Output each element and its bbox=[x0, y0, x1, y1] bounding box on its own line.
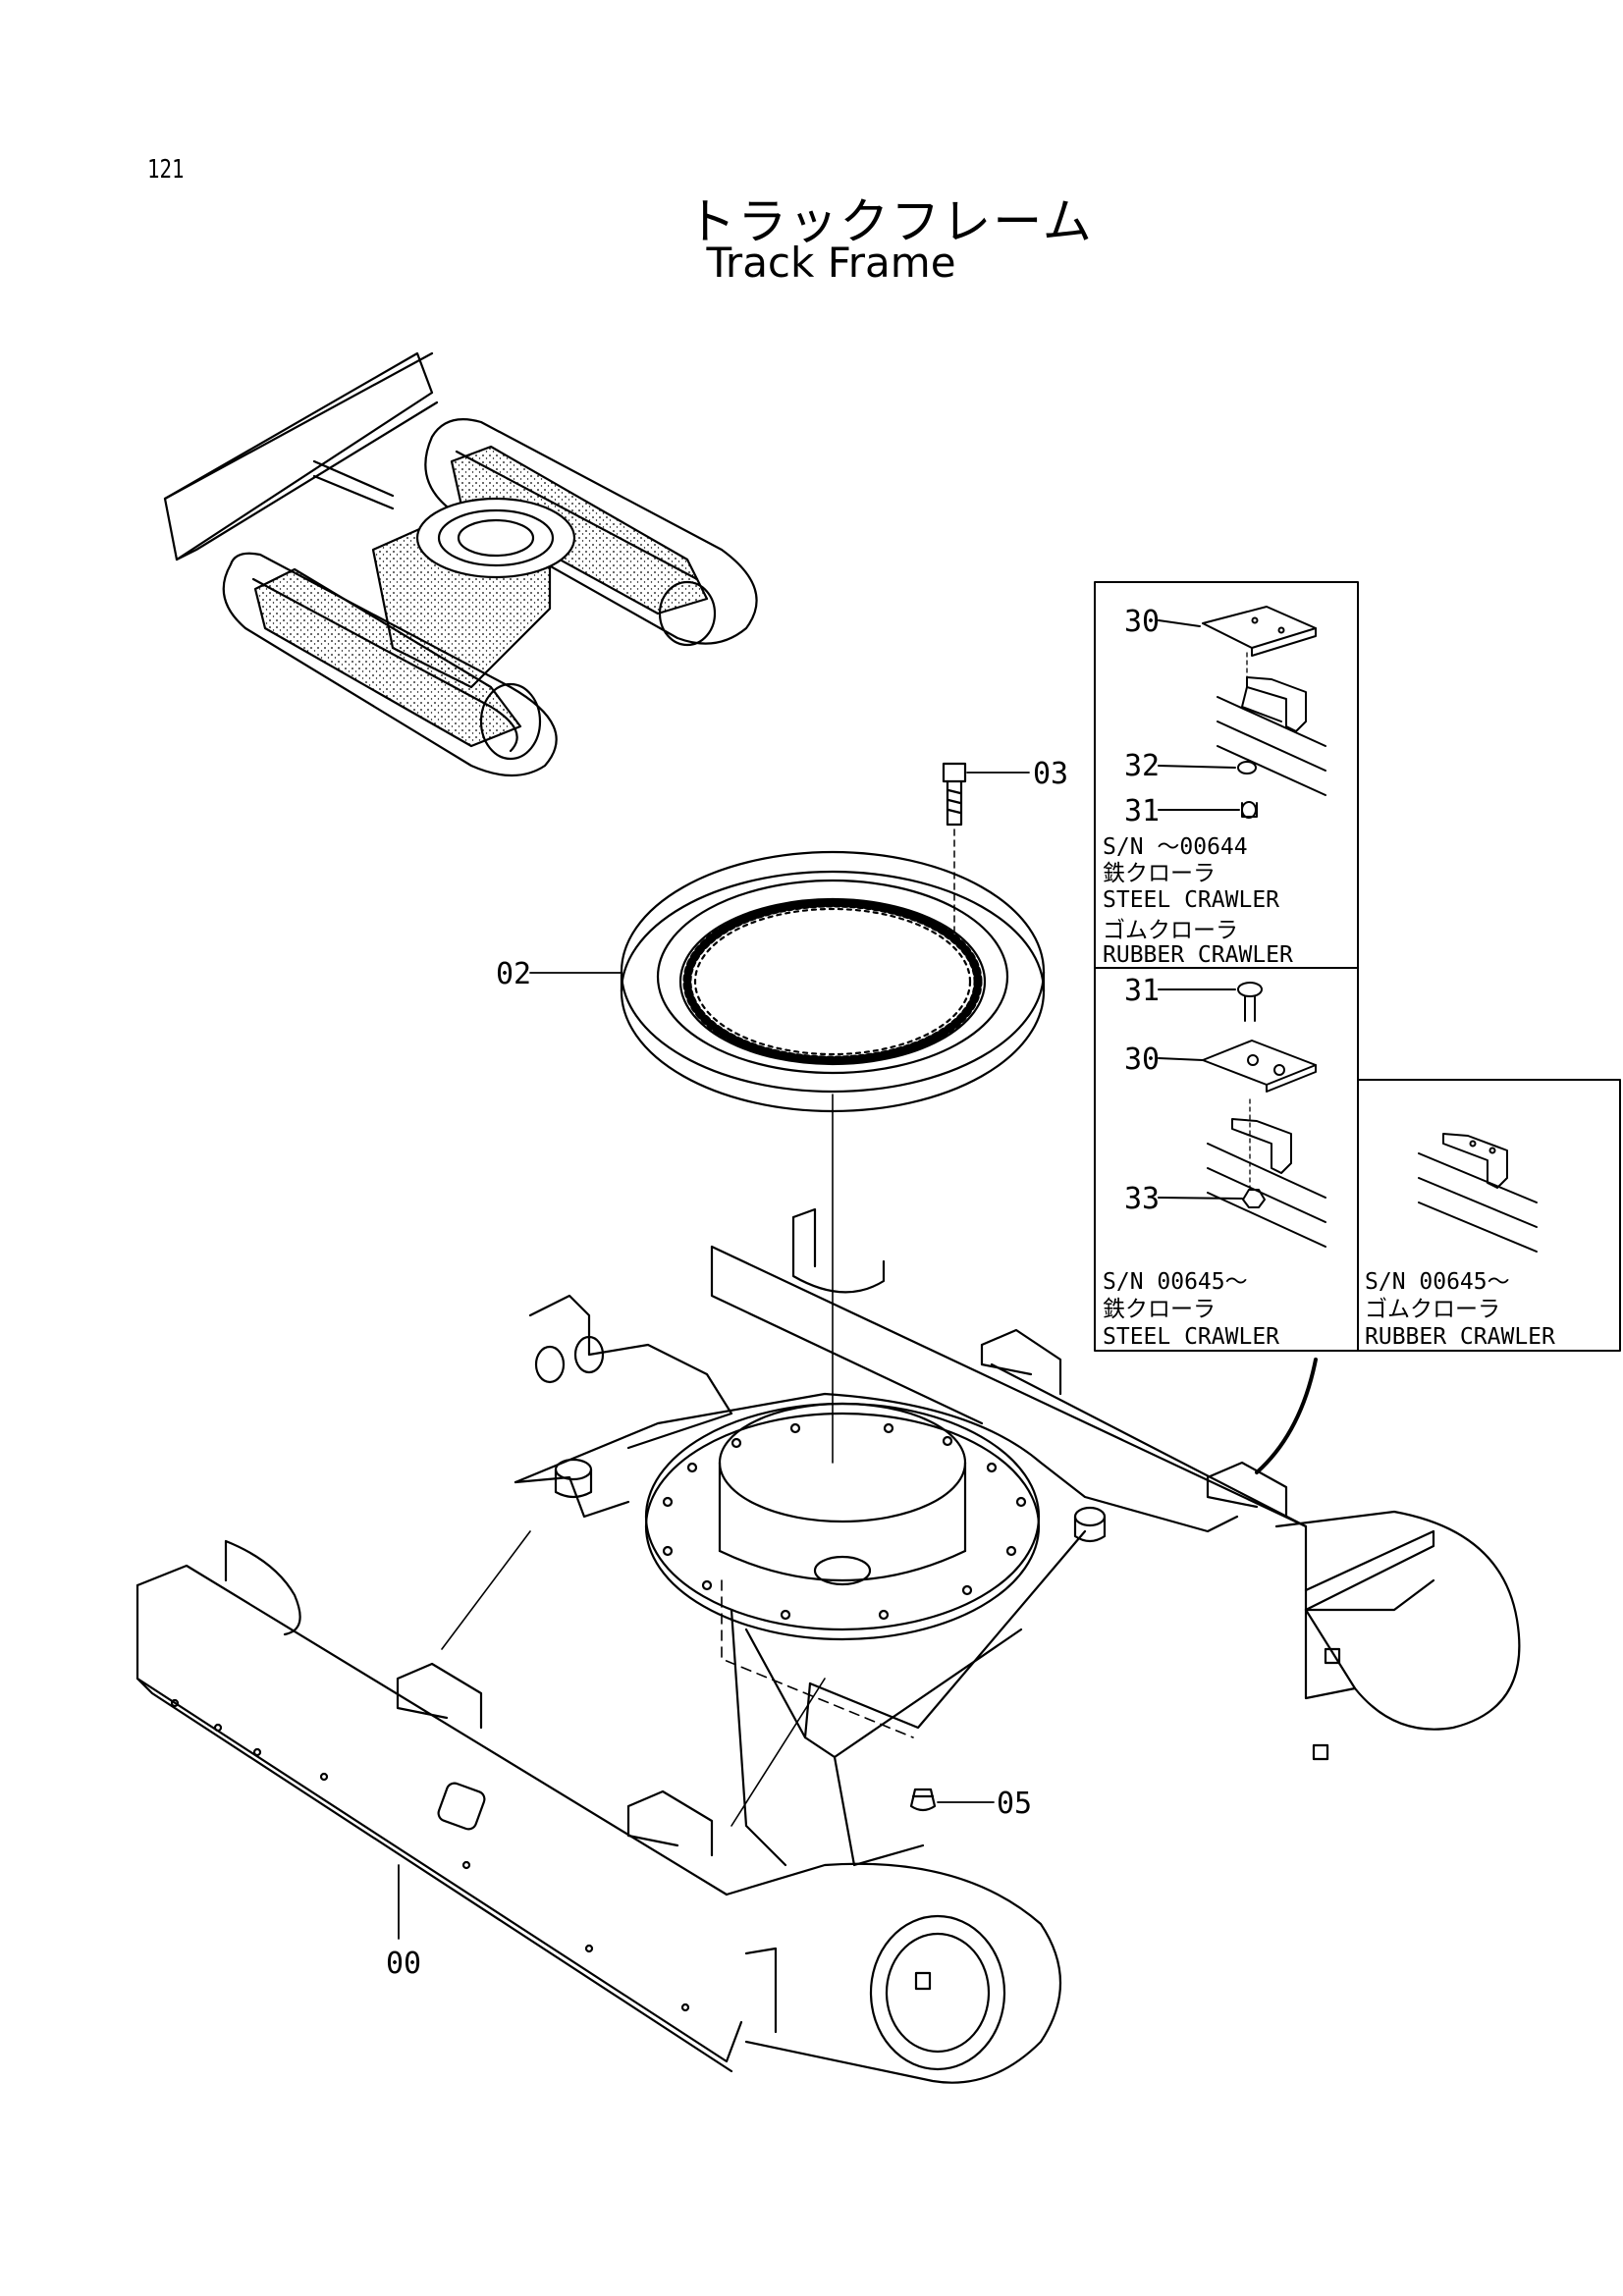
callout-00: 00 bbox=[386, 1947, 421, 1981]
callout-02: 02 bbox=[496, 957, 531, 991]
callout-32: 32 bbox=[1124, 749, 1160, 783]
bolt-03 bbox=[942, 762, 967, 948]
callout-30-upper: 30 bbox=[1124, 605, 1160, 639]
upper-label1-jp: 鉄クローラ bbox=[1103, 861, 1216, 886]
upper-serial: S/N ～00644 bbox=[1103, 834, 1248, 860]
lower-right-label-jp: ゴムクローラ bbox=[1365, 1297, 1500, 1322]
overview-excavator-undercarriage bbox=[163, 351, 758, 777]
lower-right-label-en: RUBBER CRAWLER bbox=[1365, 1324, 1555, 1350]
upper-label1-en: STEEL CRAWLER bbox=[1103, 887, 1279, 913]
upper-label2-en: RUBBER CRAWLER bbox=[1103, 942, 1293, 968]
page-title-english: Track Frame bbox=[706, 239, 956, 287]
lower-right-serial: S/N 00645～ bbox=[1365, 1269, 1510, 1295]
inset-labels: S/N ～00644 鉄クローラ STEEL CRAWLER ゴムクローラ RU… bbox=[1103, 834, 1555, 1350]
callout-31-lower: 31 bbox=[1124, 974, 1160, 1008]
callout-numbers: 02 03 05 00 30 32 31 31 30 33 bbox=[386, 605, 1160, 1981]
track-frame bbox=[135, 1207, 1521, 2084]
lower-left-label-en: STEEL CRAWLER bbox=[1103, 1324, 1279, 1350]
upper-label2-jp: ゴムクローラ bbox=[1103, 918, 1238, 943]
swing-bearing-ring bbox=[620, 850, 1046, 1113]
page-number: 121 bbox=[147, 155, 185, 185]
callout-31-upper: 31 bbox=[1124, 794, 1160, 828]
page-title-japanese: トラックフレーム bbox=[686, 193, 1094, 250]
callout-03: 03 bbox=[1033, 757, 1068, 791]
callout-33: 33 bbox=[1124, 1182, 1160, 1216]
lower-left-serial: S/N 00645～ bbox=[1103, 1269, 1248, 1295]
lower-left-label-jp: 鉄クローラ bbox=[1103, 1297, 1216, 1322]
callout-05: 05 bbox=[997, 1787, 1032, 1821]
callout-30-lower: 30 bbox=[1124, 1042, 1160, 1077]
callout-leaders bbox=[398, 772, 1030, 1940]
plug-05 bbox=[909, 1788, 937, 1812]
inset-boxes bbox=[1094, 581, 1621, 1352]
